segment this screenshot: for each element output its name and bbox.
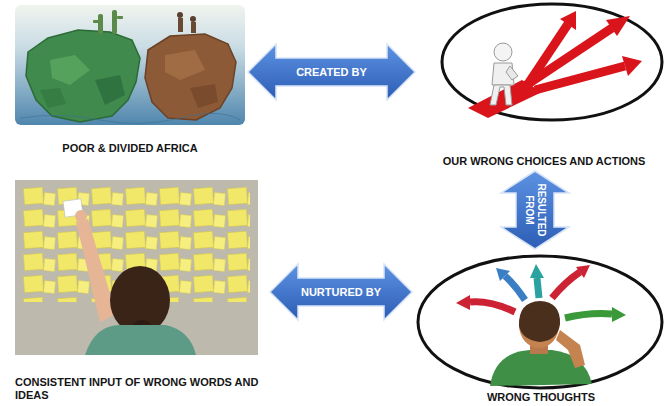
thinking-man-part — [556, 330, 585, 368]
sticky-notes-photo-part — [75, 210, 87, 222]
africa-picture-part — [117, 16, 123, 19]
block-arrow — [270, 264, 412, 320]
africa-picture-part — [20, 113, 240, 123]
panel-caption: POOR & DIVIDED AFRICA — [15, 142, 245, 155]
picture-panel: OUR WRONG CHOICES AND ACTIONS — [418, 0, 670, 168]
panel-caption: WRONG THOUGHTS — [415, 391, 667, 404]
thinking-man-part — [505, 276, 525, 300]
sticky-notes-photo-part — [15, 180, 258, 355]
picture-panel: CONSISTENT INPUT OF WRONG WORDS AND IDEA… — [15, 180, 267, 402]
choices-picture-part — [442, 4, 662, 120]
africa-picture-part — [15, 5, 245, 125]
thinking-man-part — [552, 272, 580, 298]
thinking-man-part — [565, 314, 612, 319]
thinking-man — [418, 256, 662, 388]
thinking-man-part — [470, 302, 515, 312]
panel-caption: OUR WRONG CHOICES AND ACTIONS — [418, 155, 670, 168]
arrow-label: NURTURED BY — [301, 286, 381, 298]
choices-picture-part — [535, 66, 625, 90]
choices-picture-part — [560, 11, 576, 30]
africa-picture-part — [178, 18, 183, 32]
africa-picture-part — [40, 88, 66, 108]
choices-picture-part — [622, 56, 642, 76]
africa-picture-part — [145, 34, 236, 120]
africa-picture-part — [26, 30, 140, 122]
africa-picture-part — [190, 16, 196, 22]
africa-picture-part — [112, 10, 117, 34]
africa-picture — [15, 5, 245, 125]
sticky-notes-photo-part — [85, 325, 196, 355]
picture-panel: WRONG THOUGHTS — [415, 252, 667, 404]
sticky-notes-photo-part — [76, 219, 116, 322]
block-arrow — [501, 171, 569, 249]
africa-picture-part — [165, 50, 205, 80]
thinking-man-part — [456, 295, 470, 310]
choices-picture-part — [490, 85, 512, 105]
africa-picture-part — [93, 20, 99, 23]
thinking-man-part — [530, 264, 544, 278]
arrow-label: RESULTED FROM — [523, 178, 547, 242]
thinking-man-part — [496, 268, 510, 281]
thinking-man-part — [612, 307, 626, 322]
block-arrow — [248, 44, 415, 100]
africa-picture-part — [95, 75, 125, 105]
panel-caption: CONSISTENT INPUT OF WRONG WORDS AND IDEA… — [15, 376, 267, 402]
choices-picture-part — [528, 24, 568, 84]
thinking-man-part — [537, 278, 539, 298]
africa-picture-part — [190, 84, 218, 108]
africa-picture-part — [98, 14, 103, 34]
africa-picture-part — [191, 22, 196, 33]
choices-picture-part — [506, 66, 518, 80]
africa-picture-part — [50, 55, 90, 85]
africa-picture-part — [177, 12, 183, 18]
choices-picture-part — [606, 16, 630, 36]
sticky-notes-photo — [15, 180, 258, 355]
choices-picture-part — [494, 43, 512, 61]
thinking-man-part — [418, 256, 662, 388]
arrow-label: CREATED BY — [296, 66, 367, 78]
thinking-man-part — [519, 301, 560, 342]
thinking-man-part — [576, 265, 590, 278]
picture-panel: POOR & DIVIDED AFRICA — [15, 5, 245, 155]
choices-picture — [442, 4, 662, 120]
